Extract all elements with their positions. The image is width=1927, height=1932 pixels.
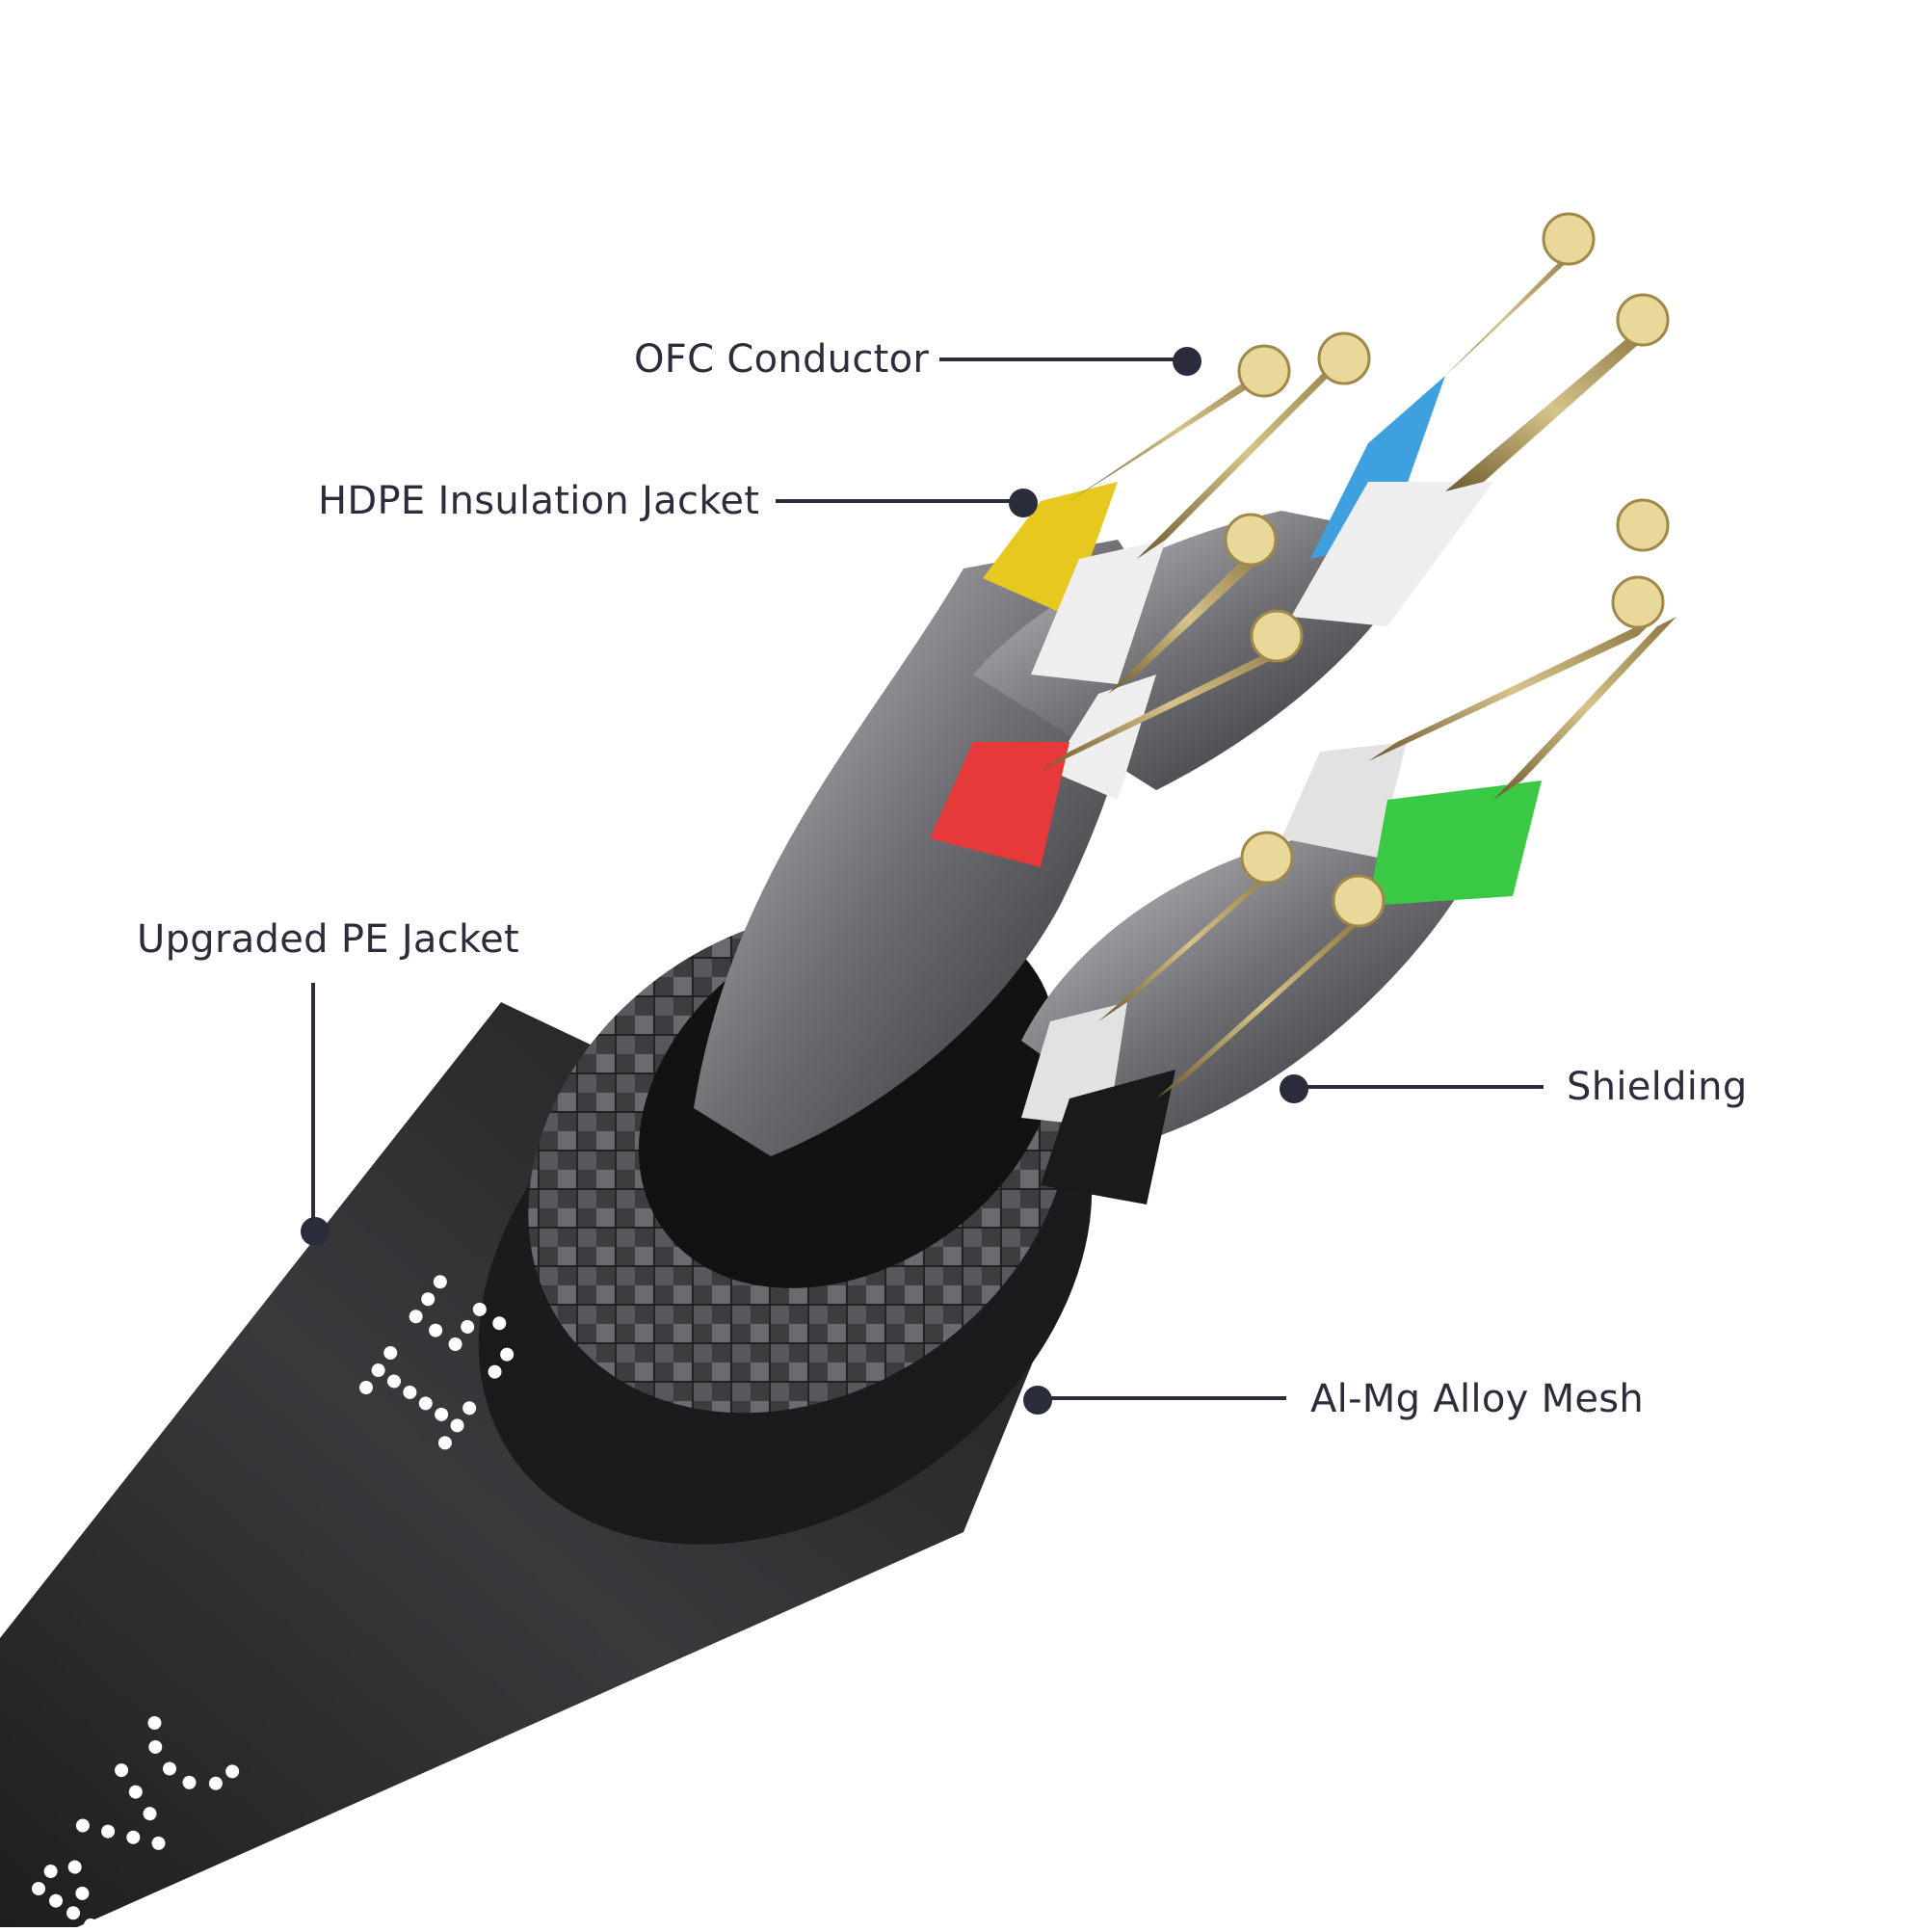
leader-line-ofc-conductor (939, 357, 1187, 361)
wire-blue (1310, 212, 1596, 559)
label-shielding: Shielding (1567, 1065, 1748, 1109)
leader-line-upgraded-pe-jacket (311, 983, 315, 1224)
leader-line-shielding (1294, 1085, 1544, 1089)
wire-green (1368, 575, 1676, 906)
callout-dot-icon (301, 1217, 330, 1246)
wire-white-4 (1281, 498, 1670, 858)
wire-white-2 (1291, 293, 1670, 626)
callout-dot-icon (1173, 347, 1201, 376)
wire-black (1041, 874, 1386, 1204)
leader-line-hdpe-insulation (776, 499, 1021, 503)
label-ofc-conductor: OFC Conductor (634, 337, 930, 382)
label-upgraded-pe-jacket: Upgraded PE Jacket (137, 917, 519, 962)
label-al-mg-alloy-mesh: Al-Mg Alloy Mesh (1310, 1377, 1645, 1421)
callout-dot-icon (1023, 1386, 1052, 1415)
jacket-print (32, 1275, 515, 1932)
callout-dot-icon (1280, 1074, 1308, 1103)
wire-yellow (983, 344, 1291, 617)
label-hdpe-insulation: HDPE Insulation Jacket (318, 479, 760, 523)
leader-line-al-mg-alloy-mesh (1038, 1396, 1286, 1400)
callout-dot-icon (1009, 489, 1038, 517)
wire-white-1 (1031, 331, 1371, 684)
wire-red (930, 609, 1304, 867)
